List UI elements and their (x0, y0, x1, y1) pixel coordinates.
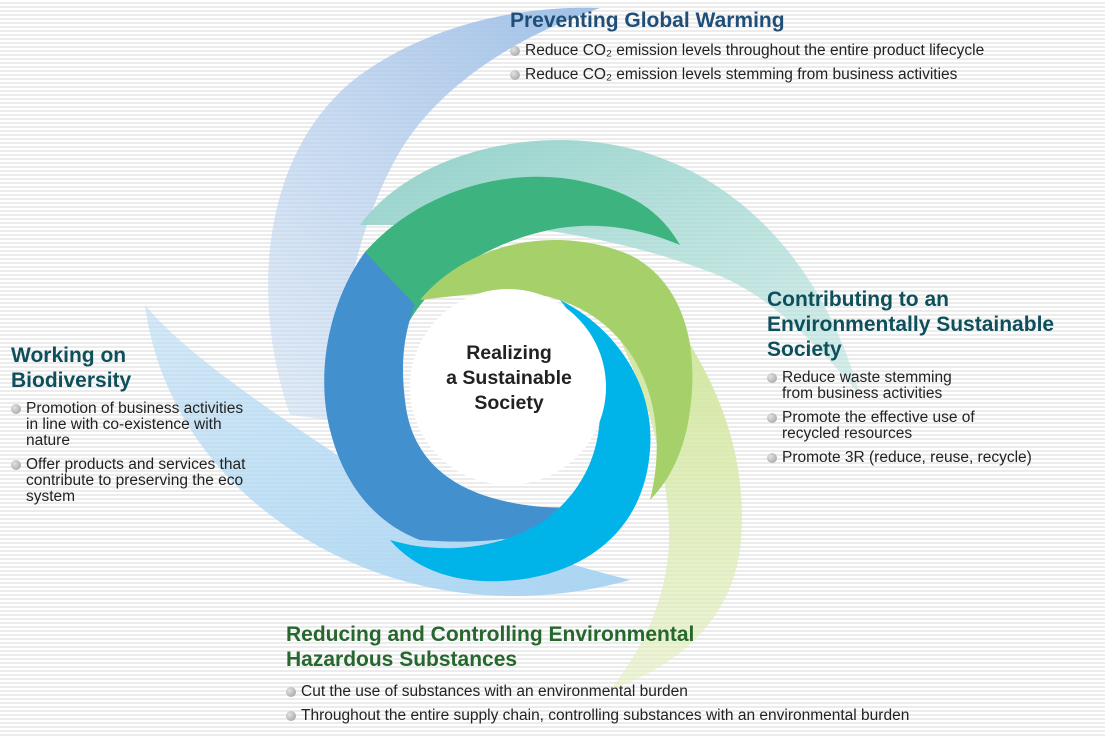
list-item: Reduce CO₂ emission levels stemming from… (510, 67, 984, 83)
list-item-text: Promote the effective use of (782, 409, 975, 426)
list-item: Offer products and services that contrib… (11, 457, 245, 505)
hazardous-substances-band (610, 300, 742, 690)
list-item: Reduce waste stemming from business acti… (767, 370, 1054, 402)
list-item: Reduce CO₂ emission levels throughout th… (510, 43, 984, 59)
inner-ring (324, 176, 693, 582)
bullet-dot-icon (510, 46, 520, 56)
list-item-text: Reduce CO₂ emission levels stemming from… (525, 66, 958, 83)
sustainable-society-heading: Contributing to an Environmentally Susta… (767, 287, 1054, 362)
list-item-text: Promote 3R (reduce, reuse, recycle) (782, 449, 1032, 466)
bullet-dot-icon (767, 453, 777, 463)
list-item: Promote 3R (reduce, reuse, recycle) (767, 450, 1054, 466)
center-label-line: Society (474, 392, 544, 414)
heading-line: Environmentally Sustainable (767, 313, 1055, 336)
list-item-text: Promotion of business activities (26, 400, 244, 417)
list-item-text: recycled resources (782, 425, 913, 442)
heading-line: Biodiversity (11, 369, 132, 392)
list-item-text: Throughout the entire supply chain, cont… (301, 707, 910, 724)
center-label: Realizing a Sustainable Society (409, 341, 609, 416)
sustainable-society-section: Contributing to an Environmentally Susta… (767, 287, 1054, 474)
global-warming-section: Preventing Global Warming Reduce CO₂ emi… (510, 8, 984, 91)
heading-line: Working on (11, 344, 127, 367)
list-item: Promote the effective use of recycled re… (767, 410, 1054, 442)
bullet-dot-icon (767, 373, 777, 383)
sustainable-society-list: Reduce waste stemming from business acti… (767, 370, 1054, 466)
list-item: Throughout the entire supply chain, cont… (286, 708, 909, 724)
biodiversity-section: Working on Biodiversity Promotion of bus… (11, 343, 245, 513)
list-item-text: Cut the use of substances with an enviro… (301, 683, 688, 700)
list-item-text: from business activities (782, 385, 943, 402)
list-item-text: nature (26, 432, 70, 449)
list-item: Cut the use of substances with an enviro… (286, 684, 909, 700)
biodiversity-band (145, 305, 630, 597)
biodiversity-heading: Working on Biodiversity (11, 343, 245, 393)
list-item-text: in line with co-existence with (26, 416, 222, 433)
bullet-dot-icon (286, 711, 296, 721)
list-item-text: system (26, 488, 76, 505)
heading-line: Contributing to an (767, 288, 949, 311)
hazardous-substances-list: Cut the use of substances with an enviro… (286, 684, 909, 724)
center-label-line: Realizing (466, 342, 552, 364)
heading-line: Preventing Global Warming (510, 9, 785, 32)
biodiversity-list: Promotion of business activities in line… (11, 401, 245, 505)
list-item-text: Reduce CO₂ emission levels throughout th… (525, 42, 985, 59)
list-item-text: Offer products and services that (26, 456, 246, 473)
hazardous-substances-heading: Reducing and Controlling Environmental H… (286, 622, 909, 672)
inner-ring-blue (324, 252, 620, 542)
inner-ring-lime (420, 240, 693, 500)
bullet-dot-icon (286, 687, 296, 697)
heading-line: Reducing and Controlling Environmental (286, 623, 695, 646)
bullet-dot-icon (11, 404, 21, 414)
hazardous-substances-section: Reducing and Controlling Environmental H… (286, 622, 909, 732)
bullet-dot-icon (767, 413, 777, 423)
heading-line: Society (767, 338, 842, 361)
center-label-line: a Sustainable (446, 367, 572, 389)
bullet-dot-icon (11, 460, 21, 470)
global-warming-list: Reduce CO₂ emission levels throughout th… (510, 43, 984, 83)
global-warming-band (268, 7, 600, 420)
heading-line: Hazardous Substances (286, 648, 518, 671)
list-item-text: Reduce waste stemming (782, 369, 952, 386)
inner-ring-cyan (390, 300, 651, 582)
list-item-text: contribute to preserving the eco (26, 472, 244, 489)
global-warming-heading: Preventing Global Warming (510, 8, 984, 33)
list-item: Promotion of business activities in line… (11, 401, 245, 449)
inner-ring-green (365, 176, 680, 334)
bullet-dot-icon (510, 70, 520, 80)
inner-ring-center (410, 289, 606, 485)
